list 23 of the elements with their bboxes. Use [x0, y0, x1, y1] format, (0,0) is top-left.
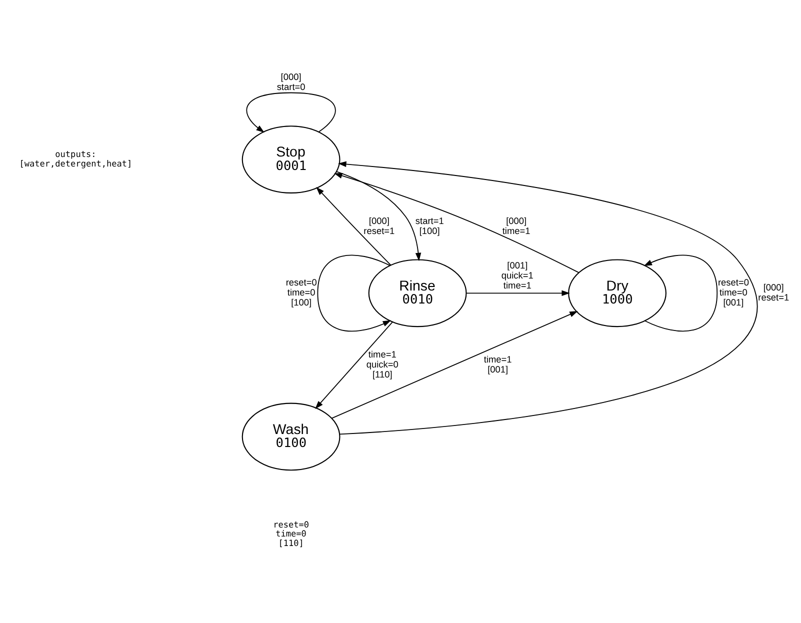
arrow	[315, 321, 394, 409]
label: outputs: [water,detergent,heat]	[19, 150, 132, 169]
edge-label: [000] reset=1	[758, 282, 790, 302]
edge-label: time=1 quick=0 [110]	[366, 348, 398, 379]
edge-label: time=1 [001]	[484, 354, 512, 374]
arrow	[466, 290, 570, 296]
arrow	[246, 92, 336, 132]
label: reset=0 time=0 [110]	[273, 520, 309, 548]
edge-label: [000] reset=1	[364, 215, 395, 236]
edge-label: [001] quick=1 time=1	[501, 260, 534, 290]
arrow	[331, 310, 578, 418]
edge-label: reset=0 time=0 [100]	[286, 277, 317, 308]
edge-label: [000] time=1	[502, 215, 530, 236]
arrow	[317, 254, 392, 332]
edge-label: reset=0 time=0 [001]	[718, 277, 749, 308]
edge-label: [000] start=0	[276, 72, 306, 92]
node-ellipse: Wash 0100	[242, 402, 340, 470]
arrow	[338, 160, 756, 434]
arrow	[334, 172, 580, 273]
arrow	[316, 186, 392, 266]
edge-label: start=1 [100]	[415, 215, 444, 236]
arrow	[644, 254, 718, 332]
arrow	[336, 170, 422, 261]
